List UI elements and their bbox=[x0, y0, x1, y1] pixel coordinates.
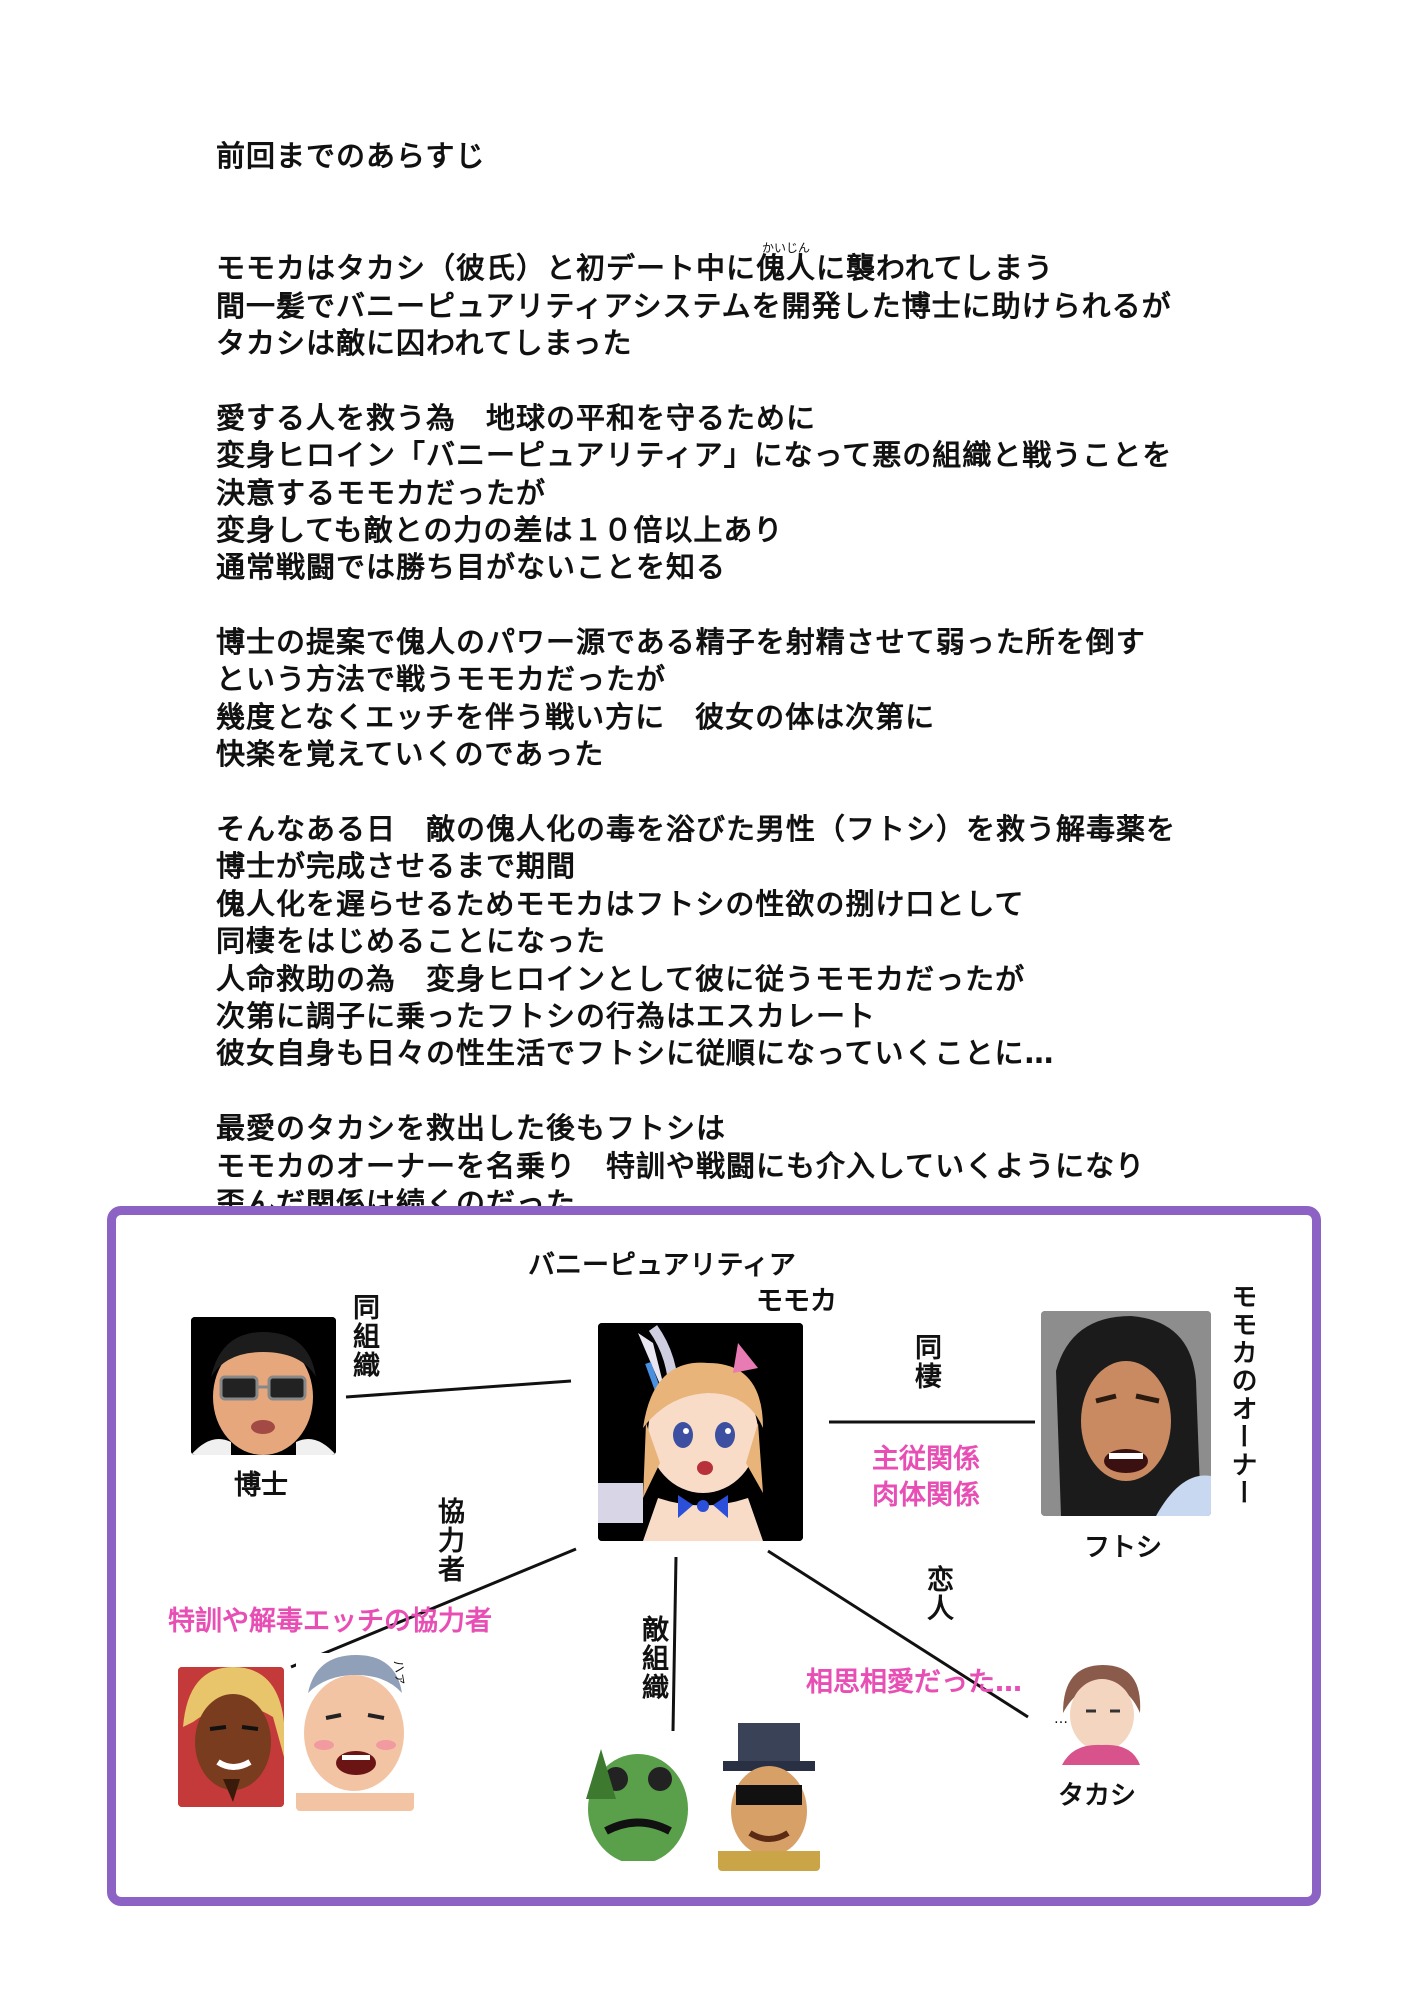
cooperator-relation: 協力者 bbox=[433, 1497, 464, 1584]
synopsis-line: 通常戦闘では勝ち目がないことを知る bbox=[216, 550, 727, 585]
synopsis-line: 次第に調子に乗ったフトシの行為はエスカレート bbox=[216, 998, 877, 1033]
relationship-chart: バニーピュアリティア モモカ bbox=[107, 1206, 1321, 1906]
synopsis-line: タカシは敵に囚われてしまった bbox=[216, 325, 633, 360]
cooperator-1-portrait-art bbox=[178, 1667, 284, 1807]
synopsis-line: 変身ヒロイン「バニーピュアリティア」になって悪の組織と戦うことを bbox=[216, 438, 1173, 473]
synopsis-line: 決意するモモカだったが bbox=[216, 475, 547, 510]
synopsis-line: 最愛のタカシを救出した後もフトシは bbox=[216, 1111, 727, 1146]
synopsis-line: 変身しても敵との力の差は１０倍以上あり bbox=[216, 512, 784, 547]
lover-relation-pink: 相思相愛だった… bbox=[806, 1667, 1022, 1698]
hakase-name: 博士 bbox=[234, 1470, 288, 1501]
relationship-lines bbox=[290, 1379, 1035, 1732]
hakase-portrait bbox=[191, 1317, 336, 1455]
cooperator-2-portrait: ハァ bbox=[296, 1653, 414, 1811]
enemy-relation: 敵組織 bbox=[637, 1615, 668, 1702]
enemy-1-portrait bbox=[586, 1739, 690, 1861]
futoshi-relation: 同棲 bbox=[910, 1333, 941, 1391]
center-name: モモカ bbox=[756, 1286, 837, 1317]
hakase-portrait-art bbox=[191, 1317, 336, 1455]
synopsis-line: 人命救助の為 変身ヒロインとして彼に従うモモカだったが bbox=[216, 961, 1026, 996]
synopsis-line: そんなある日 敵の傀人化の毒を浴びた男性（フトシ）を救う解毒薬を bbox=[216, 812, 1177, 847]
futoshi-relation-pink-1: 主従関係 bbox=[872, 1444, 980, 1475]
futoshi-role: モモカのオーナー bbox=[1227, 1283, 1257, 1507]
enemy-1-portrait-art bbox=[586, 1739, 690, 1861]
ruby-word: かいじん傀人 bbox=[756, 241, 816, 287]
synopsis-line: モモカのオーナーを名乗り 特訓や戦闘にも介入していくようになり bbox=[216, 1148, 1146, 1183]
synopsis-heading: 前回までのあらすじ bbox=[216, 139, 486, 173]
enemy-2-portrait-art bbox=[718, 1723, 820, 1871]
synopsis-line: モモカはタカシ（彼氏）と初デート中にかいじん傀人に襲われてしまう bbox=[216, 241, 1256, 287]
lover-relation: 恋人 bbox=[922, 1565, 953, 1623]
takashi-name: タカシ bbox=[1058, 1781, 1137, 1811]
synopsis-line: 同棲をはじめることになった bbox=[216, 924, 607, 959]
ruby-reading: かいじん bbox=[762, 241, 811, 256]
synopsis-line: 彼女自身も日々の性生活でフトシに従順になっていくことに… bbox=[216, 1036, 1055, 1071]
synopsis-line: 間一髪でバニーピュアリティアシステムを開発した博士に助けられるが bbox=[216, 288, 1172, 323]
cooperator-1-portrait bbox=[178, 1667, 284, 1807]
momoka-portrait-art bbox=[598, 1323, 803, 1541]
futoshi-relation-pink-2: 肉体関係 bbox=[872, 1480, 980, 1511]
hakase-relation: 同組織 bbox=[348, 1293, 379, 1380]
futoshi-name: フトシ bbox=[1084, 1533, 1163, 1563]
synopsis-line: 博士の提案で傀人のパワー源である精子を射精させて弱った所を倒す bbox=[216, 625, 1146, 660]
futoshi-portrait bbox=[1041, 1311, 1211, 1516]
synopsis-line: 幾度となくエッチを伴う戦い方に 彼女の体は次第に bbox=[216, 699, 936, 734]
synopsis-line: 博士が完成させるまで期間 bbox=[216, 849, 577, 884]
enemy-2-portrait bbox=[718, 1723, 820, 1871]
center-title: バニーピュアリティア bbox=[528, 1250, 796, 1281]
synopsis-line: 快楽を覚えていくのであった bbox=[216, 737, 605, 772]
momoka-portrait bbox=[598, 1323, 803, 1541]
synopsis: 前回までのあらすじ モモカはタカシ（彼氏）と初デート中にかいじん傀人に襲われてし… bbox=[216, 138, 1256, 1222]
futoshi-portrait-art bbox=[1041, 1311, 1211, 1516]
sfx-dots: … bbox=[1054, 1711, 1068, 1727]
cooperator-relation-pink: 特訓や解毒エッチの協力者 bbox=[168, 1606, 492, 1637]
synopsis-line: という方法で戦うモモカだったが bbox=[216, 662, 667, 697]
takashi-portrait-art bbox=[1048, 1663, 1150, 1765]
cooperator-2-portrait-art bbox=[296, 1653, 414, 1811]
takashi-portrait: … bbox=[1048, 1663, 1150, 1765]
synopsis-line: 傀人化を遅らせるためモモカはフトシの性欲の捌け口として bbox=[216, 886, 1025, 921]
synopsis-line: 愛する人を救う為 地球の平和を守るために bbox=[216, 400, 817, 435]
